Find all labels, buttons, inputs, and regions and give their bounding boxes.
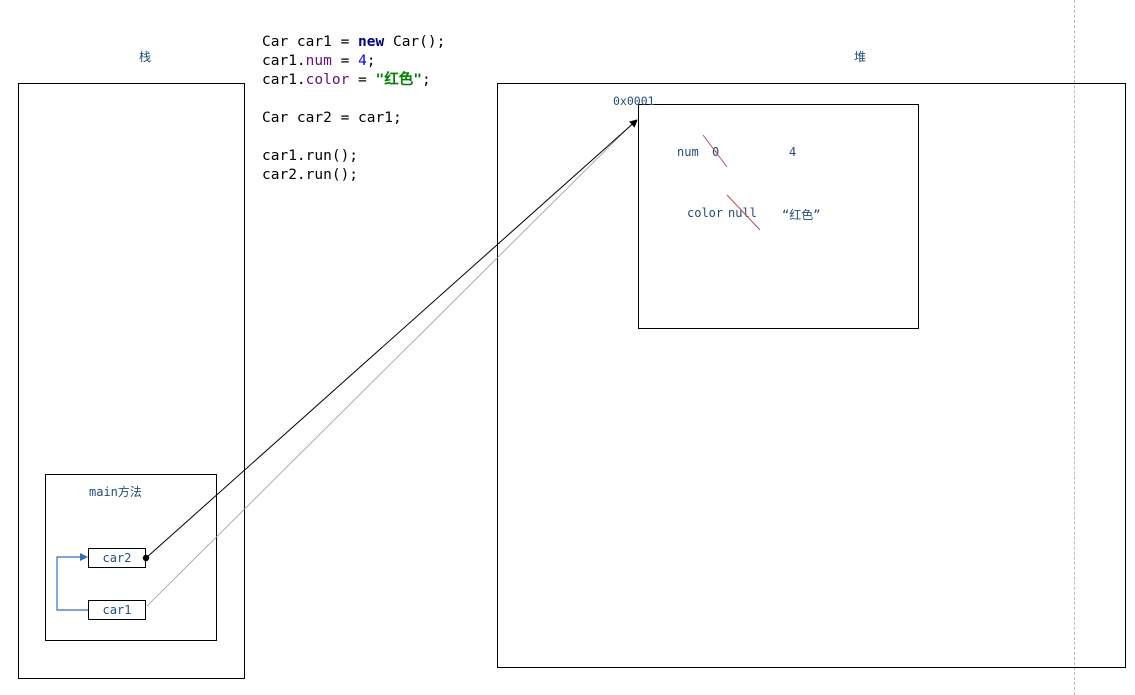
num-field-label: num <box>677 145 699 159</box>
color-old-value: null <box>728 206 757 220</box>
color-strike-line <box>726 194 761 231</box>
code-listing: Car car1 = new Car(); car1.num = 4; car1.c… <box>262 33 445 185</box>
code-line: Car car1 = new Car(); <box>262 34 446 50</box>
main-method-frame <box>45 474 217 641</box>
num-strike-line <box>702 134 728 168</box>
code-line: Car car2 = car1; <box>262 110 402 126</box>
heap-title: 堆 <box>854 50 867 64</box>
car2-variable: car2 <box>88 548 146 568</box>
car1-variable: car1 <box>88 600 146 620</box>
stack-title: 栈 <box>139 50 152 64</box>
car2-reference-arrow <box>145 119 638 559</box>
object-address: 0x0001 <box>613 94 655 108</box>
stack-area <box>18 83 245 679</box>
code-line: car1.num = 4; <box>262 53 376 69</box>
main-method-title: main方法 <box>89 485 142 499</box>
num-new-value: 4 <box>789 145 797 159</box>
car1-to-car2-assign-arrow <box>56 553 88 611</box>
code-line: car1.color = "红色"; <box>262 72 431 88</box>
color-new-value: “红色” <box>782 208 821 222</box>
car-object <box>638 104 919 329</box>
color-field-label: color <box>687 206 724 220</box>
code-line: car2.run(); <box>262 167 359 183</box>
page-edge-guide <box>1074 0 1075 695</box>
heap-area <box>497 83 1126 668</box>
car1-reference-line <box>146 119 637 607</box>
code-line: car1.run(); <box>262 148 359 164</box>
